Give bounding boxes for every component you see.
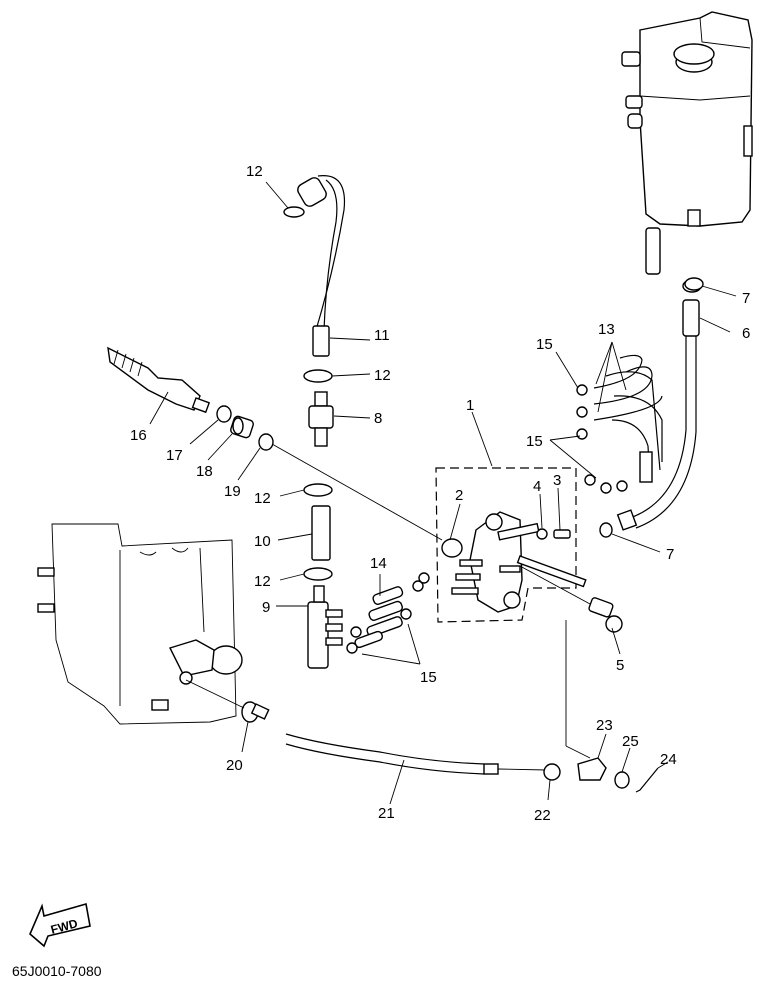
callout-9: 9	[262, 599, 270, 616]
hose-clamp-12-top	[283, 206, 305, 218]
callout-6: 6	[742, 325, 750, 342]
callout-12-b: 12	[254, 490, 271, 507]
cotter-pin-24	[635, 767, 659, 793]
control-cable-21	[285, 733, 547, 775]
oil-tank	[621, 11, 753, 275]
joint-22	[543, 763, 561, 781]
callout-12-c: 12	[254, 573, 271, 590]
callout-23: 23	[596, 717, 613, 734]
callout-15-bottom: 15	[420, 669, 437, 686]
callout-11: 11	[374, 327, 390, 344]
oil-distributor-9	[307, 585, 343, 669]
o-ring-2	[441, 538, 463, 558]
callout-7-lower: 7	[666, 546, 674, 563]
bolt-5	[519, 565, 623, 633]
alignment-line-19	[271, 443, 443, 541]
washer-17	[216, 405, 232, 423]
short-hoses-14	[354, 586, 404, 649]
tank-outlet-hose	[616, 279, 702, 531]
callout-10: 10	[254, 533, 271, 550]
o-ring-19	[258, 433, 274, 451]
pump-assembly-boundary	[435, 467, 577, 623]
callout-24: 24	[660, 751, 677, 768]
hose-clamp-7-lower	[599, 522, 613, 538]
callout-16: 16	[130, 427, 147, 444]
callout-22: 22	[534, 807, 551, 824]
oil-hose-11	[297, 175, 346, 357]
callout-5: 5	[616, 657, 624, 674]
callout-12-a: 12	[374, 367, 391, 384]
callout-15-mid: 15	[526, 433, 543, 450]
callout-2: 2	[455, 487, 463, 504]
oil-line-bundle	[593, 354, 663, 483]
driven-gear-16	[107, 346, 211, 414]
fwd-arrow-icon: FWD	[29, 902, 91, 948]
callout-13: 13	[598, 321, 615, 338]
hose-clamp-12-c	[303, 567, 333, 581]
callout-8: 8	[374, 410, 382, 427]
callout-14: 14	[370, 555, 387, 572]
leader-lines	[149, 181, 737, 805]
callout-12-top: 12	[246, 163, 263, 180]
fwd-label: FWD	[49, 916, 79, 937]
link-rod-20	[185, 679, 270, 723]
check-valve-8	[308, 391, 334, 447]
callout-4: 4	[533, 478, 541, 495]
drawing-code: 65J0010-7080	[12, 963, 102, 979]
callout-20: 20	[226, 757, 243, 774]
hose-clamp-7-upper	[684, 277, 704, 291]
oil-hose-10	[311, 505, 331, 561]
callout-17: 17	[166, 447, 183, 464]
callout-3: 3	[553, 472, 561, 489]
callout-21: 21	[378, 805, 395, 822]
bolt-3	[553, 529, 571, 539]
callout-25: 25	[622, 733, 639, 750]
hose-clamp-12-b	[303, 483, 333, 497]
callout-18: 18	[196, 463, 213, 480]
rod-end-23	[565, 620, 607, 781]
callout-7-upper: 7	[742, 290, 750, 307]
oil-pump	[451, 511, 587, 613]
callout-15-top: 15	[536, 336, 553, 353]
hose-clips-15	[346, 384, 628, 654]
hose-clamp-12-a	[303, 369, 333, 383]
callout-19: 19	[224, 483, 241, 500]
bushing-18	[230, 415, 254, 439]
washer-4	[536, 528, 548, 540]
callout-1: 1	[466, 397, 474, 414]
engine-block-outline	[37, 523, 243, 725]
washer-25	[614, 771, 630, 789]
